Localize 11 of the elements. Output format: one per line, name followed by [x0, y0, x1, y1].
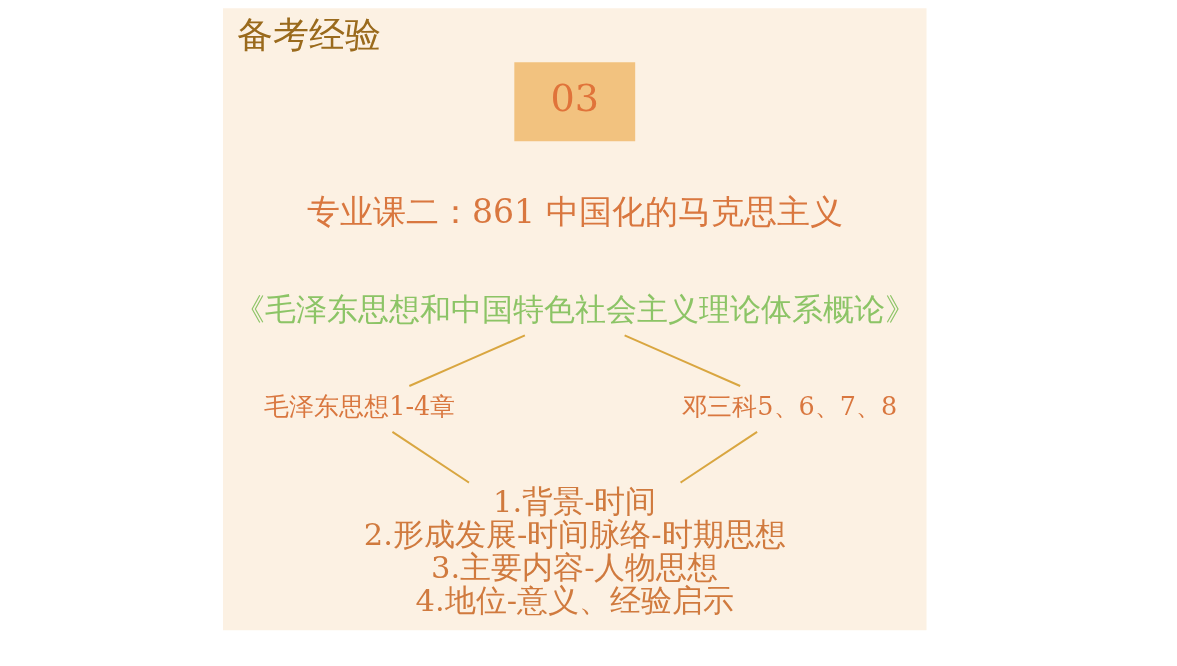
label: 专业课二：861 中国化的马克思主义: [306, 191, 843, 231]
diagram-title: 备考经验: [237, 13, 382, 55]
node-text: 《毛泽东思想和中国特色社会主义理论体系概论》: [233, 292, 916, 328]
connector: [624, 334, 741, 387]
connector: [391, 431, 470, 484]
connector: [680, 431, 758, 484]
node-text: 毛泽东思想1-4章: [264, 391, 456, 422]
node-text: 邓三科5、6、7、8: [682, 391, 898, 422]
node-box: 03: [514, 62, 636, 142]
node-text: 1.背景-时间 2.形成发展-时间脉络-时期思想 3.主要内容-人物思想 4.地位-意义、经验启示: [363, 484, 786, 619]
connector: [408, 334, 526, 387]
